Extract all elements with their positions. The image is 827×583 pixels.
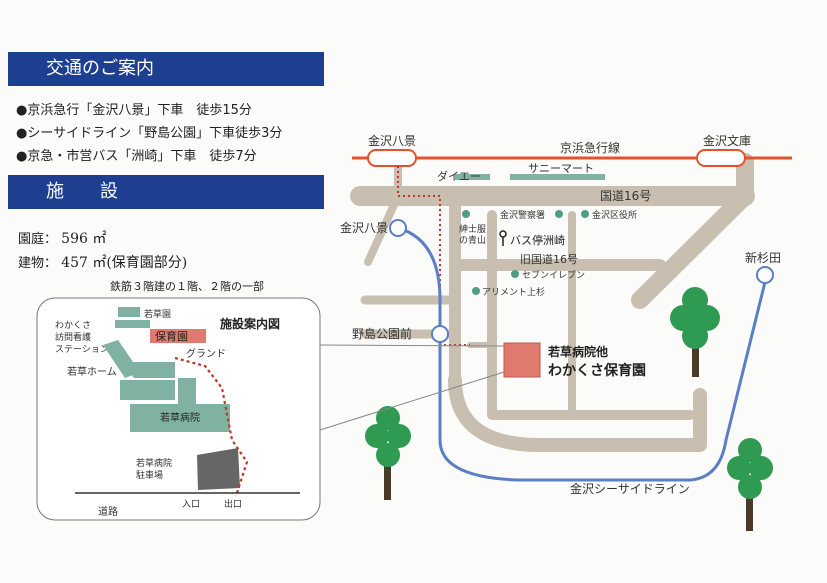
destination-line1: 若草病院他 (547, 344, 608, 359)
label-wakakusaen: 若草園 (144, 308, 171, 320)
label-station-1: わかくさ (55, 320, 91, 331)
station-shinsugita: 新杉田 (745, 250, 781, 284)
landmark-police: 金沢警察署 (500, 209, 545, 221)
callout-line-upper (319, 344, 505, 347)
inset-parking (197, 448, 240, 490)
station-kanazawa-hakkei-seaside: 金沢八景 (340, 219, 407, 237)
station-nojima-koen: 野島公園前 (352, 325, 449, 343)
station-circle-icon (756, 266, 774, 284)
facility-header: 施 設 (8, 175, 324, 209)
route16-label: 国道16号 (600, 189, 651, 203)
tree-icon (670, 287, 720, 377)
walking-route-dots (397, 166, 470, 346)
landmark-seven-eleven: セブンイレブン (522, 269, 585, 281)
landmark-ward-office: 金沢区役所 (592, 209, 637, 221)
station-kanazawa-hakkei-keikyu: 金沢八景 (367, 133, 417, 167)
label-ground: グランド (186, 347, 226, 360)
tree-icon (727, 438, 773, 531)
landmark-dot-icon (581, 210, 589, 218)
inset-title: 施設案内図 (220, 316, 280, 331)
landmark-aoyama-1: 紳士服 (459, 223, 486, 235)
seaside-line (397, 226, 767, 482)
keikyu-line-label: 京浜急行線 (560, 140, 620, 155)
station-circle-icon (696, 149, 746, 167)
label-entrance: 入口 (182, 499, 200, 510)
route16-diagonal (631, 153, 754, 309)
station-circle-icon (367, 149, 417, 167)
inset-nursery-marker (150, 329, 206, 343)
svg-text:金沢八景: 金沢八景 (368, 133, 416, 148)
access-item-keikyu: ●京浜急行「金沢八景」下車 徒歩15分 (16, 103, 252, 118)
landmark-aoyama-2: の青山 (459, 234, 486, 246)
station-circle-icon (431, 325, 449, 343)
svg-text:野島公園前: 野島公園前 (352, 326, 412, 341)
label-home: 若草ホーム (67, 365, 117, 378)
callout-line-lower (319, 371, 505, 431)
destination-line2: わかくさ保育園 (548, 362, 646, 379)
label-nursery: 保育園 (155, 329, 188, 343)
landmark-bus-stop: バス停洲崎 (510, 233, 565, 247)
landmark-dot-icon (511, 270, 519, 278)
facility-building: 建物： 457 ㎡(保育園部分) (18, 255, 188, 271)
old-route16-label: 旧国道16号 (520, 252, 578, 266)
landmark-alliment: アリメント上杉 (482, 286, 545, 298)
station-kanazawa-bunko: 金沢文庫 (696, 133, 751, 167)
bus-stop-icon (499, 230, 507, 246)
svg-text:金沢文庫: 金沢文庫 (703, 133, 751, 148)
svg-text:新杉田: 新杉田 (745, 250, 781, 265)
label-station-2: 訪問看護 (55, 331, 91, 343)
nursery-location-marker (503, 342, 541, 378)
landmark-daiei: ダイエー (437, 169, 481, 183)
access-header: 交通のご案内 (8, 52, 324, 86)
label-exit: 出口 (224, 498, 242, 510)
tree-icon (365, 406, 411, 500)
inset-route-dots (174, 356, 249, 497)
label-station-3: ステーション (55, 344, 109, 355)
landmark-dot-icon (462, 210, 470, 218)
seaside-line-label: 金沢シーサイドライン (570, 481, 690, 496)
facility-note: 鉄筋３階建の１階、２階の一部 (110, 280, 264, 293)
landmark-sunny-mart: サニーマート (528, 162, 594, 175)
access-item-bus: ●京急・市営バス「洲崎」下車 徒歩7分 (16, 149, 257, 164)
station-circle-icon (389, 219, 407, 237)
label-road: 道路 (98, 505, 118, 518)
label-parking-1: 若草病院 (136, 457, 172, 469)
svg-text:金沢八景: 金沢八景 (340, 220, 388, 235)
inset-map: 施設案内図 若草園 保育園 わかくさ 訪問看護 ステーション グランド 若草ホー… (36, 297, 321, 521)
landmark-dot-icon (555, 210, 563, 218)
landmark-dot-icon (472, 287, 480, 295)
facility-garden: 園庭： 596 ㎡ (18, 231, 107, 247)
label-hospital: 若草病院 (160, 411, 200, 424)
access-item-seaside: ●シーサイドライン「野島公園」下車徒歩3分 (16, 126, 283, 141)
label-parking-2: 駐車場 (136, 469, 163, 481)
main-map: 京浜急行線 金沢八景 金沢文庫 ダイエー サニーマート 国道16号 金沢シーサイ… (340, 133, 792, 531)
